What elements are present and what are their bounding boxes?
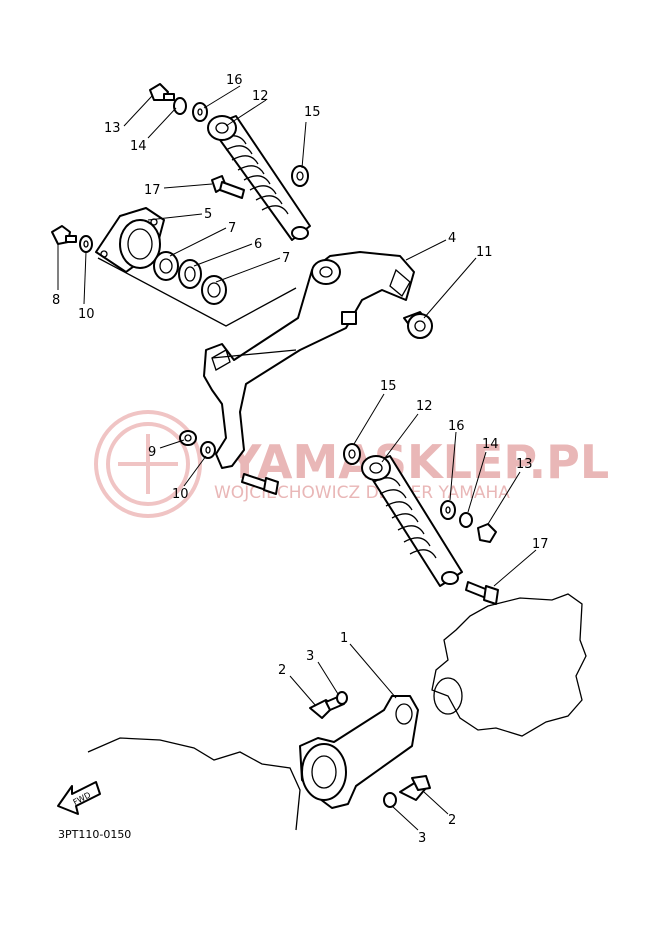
callout-7: 7 [228,221,236,236]
rear-arm [203,251,415,469]
bolt-8 [51,225,77,245]
callout-12: 12 [252,89,269,104]
callout-14: 14 [482,437,499,452]
callout-17: 17 [144,183,161,198]
callouts: 13 14 16 12 15 17 5 7 6 7 8 10 4 11 9 10… [52,73,549,846]
callout-8: 8 [52,293,60,308]
bolt-2-bottom [399,775,431,801]
callout-5: 5 [204,207,212,222]
callout-9: 9 [148,445,156,460]
bearing-7b [201,275,227,305]
callout-3: 3 [418,831,426,846]
callout-3: 3 [306,649,314,664]
washer-10-bottom [200,441,216,459]
callout-10: 10 [78,307,95,322]
callout-1: 1 [340,631,348,646]
callout-16: 16 [226,73,243,88]
fwd-arrow-icon: FWD [57,781,101,815]
callout-15: 15 [304,105,321,120]
leader-lines [57,85,537,831]
callout-16: 16 [448,419,465,434]
washer-16-bottom [440,500,456,520]
washer-14-top [173,97,187,115]
washer-10-top [79,235,93,253]
washer-3-top [336,691,348,705]
callout-2: 2 [278,663,286,678]
diagram-code: 3PT110-0150 [58,828,131,841]
bearing-7a [153,251,179,281]
bearing-housing [95,207,165,273]
callout-7: 7 [282,251,290,266]
watermark-tagline: WOJCIECHOWICZ DEALER YAMAHA [214,483,510,503]
watermark-name: YAMASKLEP.PL [227,435,609,489]
engine-bracket [299,695,419,809]
callout-15: 15 [380,379,397,394]
shock-absorber-lower [361,455,463,587]
nut-9 [179,430,197,446]
washer-3-bottom [383,792,397,808]
callout-10: 10 [172,487,189,502]
spacer-6 [178,259,202,289]
bushing-11 [403,311,433,339]
washer-15-bottom [343,443,361,465]
bolt-13-top [149,83,175,101]
washer-15-top [291,165,309,187]
washer-14-bottom [459,512,473,528]
callout-2: 2 [448,813,456,828]
callout-12: 12 [416,399,433,414]
bolt-17-bottom [465,581,499,605]
bolt-center [241,473,279,495]
shock-absorber-upper [207,115,311,241]
callout-14: 14 [130,139,147,154]
bolt-17-top [211,175,245,199]
assembly-line [97,257,297,327]
bolt-13-bottom [477,523,497,543]
assembly-line [211,349,297,359]
callout-6: 6 [254,237,262,252]
callout-13: 13 [104,121,121,136]
washer-16-top [192,102,208,122]
callout-17: 17 [532,537,549,552]
watermark: YAMASKLEP.PL WOJCIECHOWICZ DEALER YAMAHA [94,410,609,518]
engine-case-outline [87,593,587,831]
callout-13: 13 [516,457,533,472]
callout-11: 11 [476,245,493,260]
callout-4: 4 [448,231,456,246]
